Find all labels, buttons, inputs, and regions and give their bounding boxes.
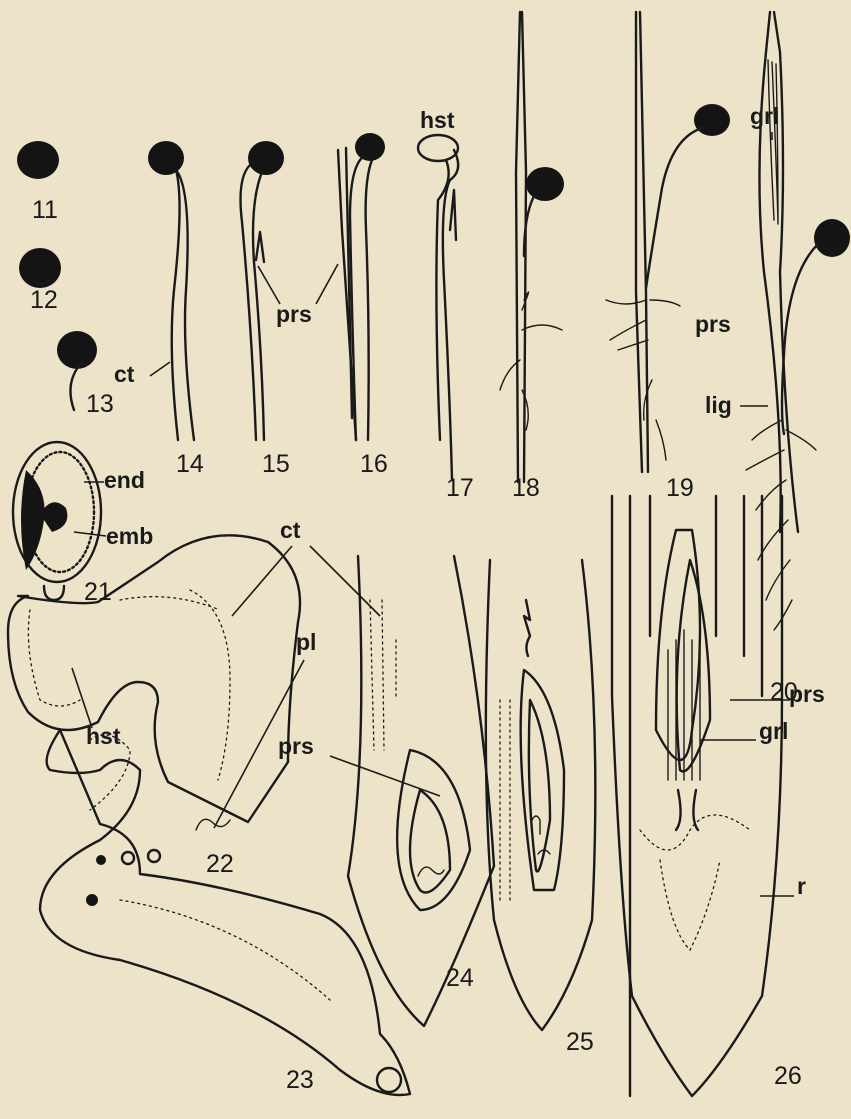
- label-prs-15-16: prs: [276, 301, 312, 327]
- figure-17: hst 17: [418, 107, 474, 502]
- figure-13: 13: [57, 331, 114, 418]
- figure-number-25: 25: [566, 1028, 594, 1056]
- figure-number-15: 15: [262, 450, 290, 478]
- figure-number-14: 14: [176, 450, 204, 478]
- label-ct-22: ct: [280, 517, 301, 543]
- figure-19: prs 19: [606, 12, 731, 502]
- figure-12: 12: [19, 248, 61, 314]
- label-pl-22: pl: [296, 629, 316, 655]
- figure-26: prs grl r 26: [612, 496, 825, 1096]
- label-prs-19: prs: [695, 311, 731, 337]
- label-hst-17: hst: [420, 107, 455, 133]
- label-prs-24: prs: [278, 733, 314, 759]
- figure-number-23: 23: [286, 1066, 314, 1094]
- figure-number-19: 19: [666, 474, 694, 502]
- label-r-26: r: [797, 873, 806, 899]
- figure-number-11: 11: [32, 196, 58, 224]
- figure-number-13: 13: [86, 390, 114, 418]
- label-ct-13: ct: [114, 361, 135, 387]
- figure-number-17: 17: [446, 474, 474, 502]
- label-emb-21: emb: [106, 523, 153, 549]
- figure-21: end emb 21: [13, 442, 153, 606]
- figure-18: 18: [500, 12, 564, 502]
- figure-number-24: 24: [446, 964, 474, 992]
- label-lig-20: lig: [705, 392, 732, 418]
- figure-24: prs 24: [278, 556, 494, 1026]
- figure-number-18: 18: [512, 474, 540, 502]
- figure-25: 25: [486, 560, 595, 1056]
- figure-16: 16: [338, 133, 388, 478]
- figure-number-26: 26: [774, 1062, 802, 1090]
- figure-11: 11: [17, 141, 59, 224]
- figure-14: 14: [148, 141, 204, 478]
- label-end-21: end: [104, 467, 145, 493]
- label-prs-26: prs: [789, 681, 825, 707]
- shared-labels: ct prs: [114, 264, 338, 387]
- figure-number-22: 22: [206, 850, 234, 878]
- figure-number-12: 12: [30, 286, 58, 314]
- figure-number-16: 16: [360, 450, 388, 478]
- label-grl-20: grl: [750, 103, 779, 129]
- figure-23: hst 23: [40, 668, 410, 1095]
- label-grl-26: grl: [759, 718, 788, 744]
